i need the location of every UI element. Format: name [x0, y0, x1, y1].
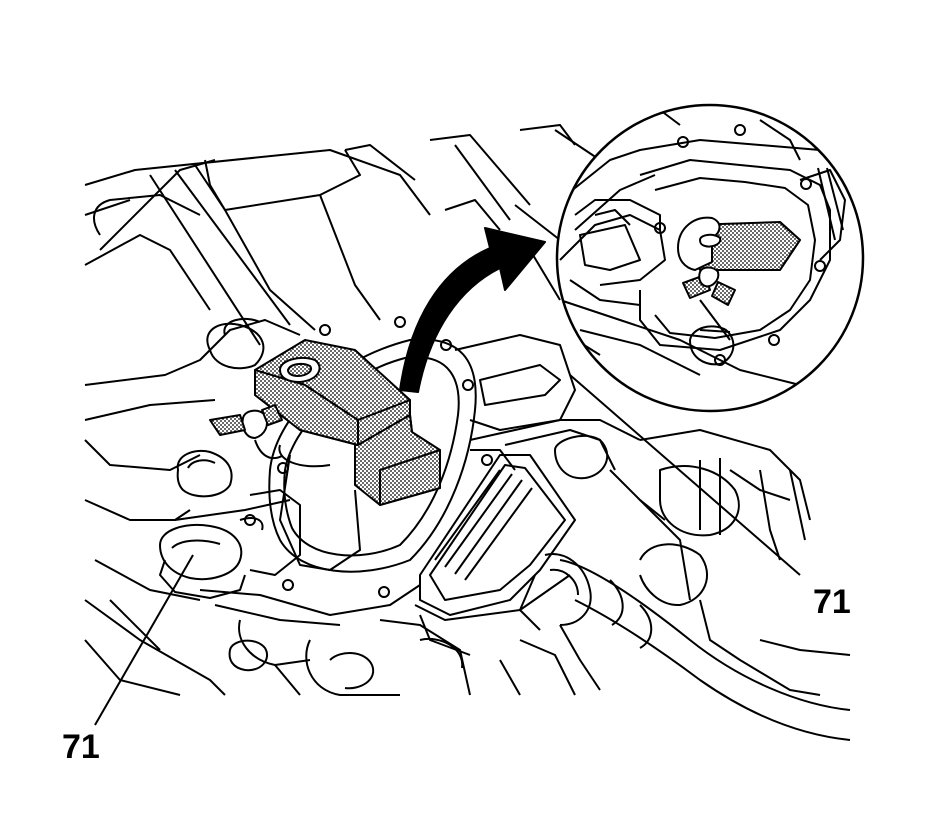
leader-line-left [94, 554, 194, 726]
callout-label-left: 71 [62, 728, 100, 766]
leader-line-right [569, 374, 801, 576]
callout-label-right: 71 [813, 583, 851, 621]
detail-view [555, 103, 865, 413]
wing-nut [209, 404, 283, 460]
transmission-housing [84, 124, 851, 741]
direction-arrow [399, 227, 546, 393]
callout-leaders [94, 374, 801, 726]
alignment-tool [254, 339, 441, 506]
